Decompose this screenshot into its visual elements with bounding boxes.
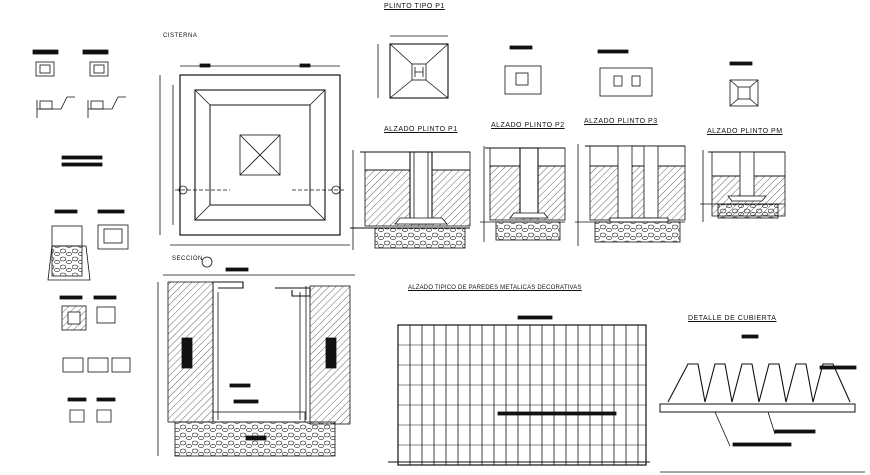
- metal-wall-elevation: [388, 315, 650, 466]
- alzado-plinto-p2: [480, 146, 566, 242]
- alzado-p2-title: ALZADO PLINTO P2: [491, 122, 565, 129]
- plinto-tipo-title: PLINTO TIPO P1: [384, 3, 445, 10]
- plinto-tipo-plan: [377, 35, 449, 99]
- alzado-plinto-pm: [700, 150, 786, 222]
- alzado-p1-title: ALZADO PLINTO P1: [384, 126, 458, 133]
- roof-detail: [659, 334, 865, 473]
- plinto-small-plans: [504, 45, 759, 107]
- alzado-plinto-p3: [575, 144, 686, 246]
- seccion-title: SECCION: [172, 256, 203, 262]
- alzado-pm-title: ALZADO PLINTO PM: [707, 128, 783, 135]
- alzado-p3-title: ALZADO PLINTO P3: [584, 118, 658, 125]
- detail-symbols-top-left: [32, 49, 126, 167]
- alzado-plinto-p1: [350, 150, 471, 250]
- cisterna-title: CISTERNA: [163, 33, 198, 39]
- cisterna-plan: [159, 63, 350, 246]
- paredes-title: ALZADO TIPICO DE PAREDES METALICAS DECOR…: [408, 285, 582, 291]
- cisterna-section: [157, 256, 355, 457]
- cubierta-title: DETALLE DE CUBIERTA: [688, 315, 777, 322]
- detail-symbols-left: [47, 209, 131, 423]
